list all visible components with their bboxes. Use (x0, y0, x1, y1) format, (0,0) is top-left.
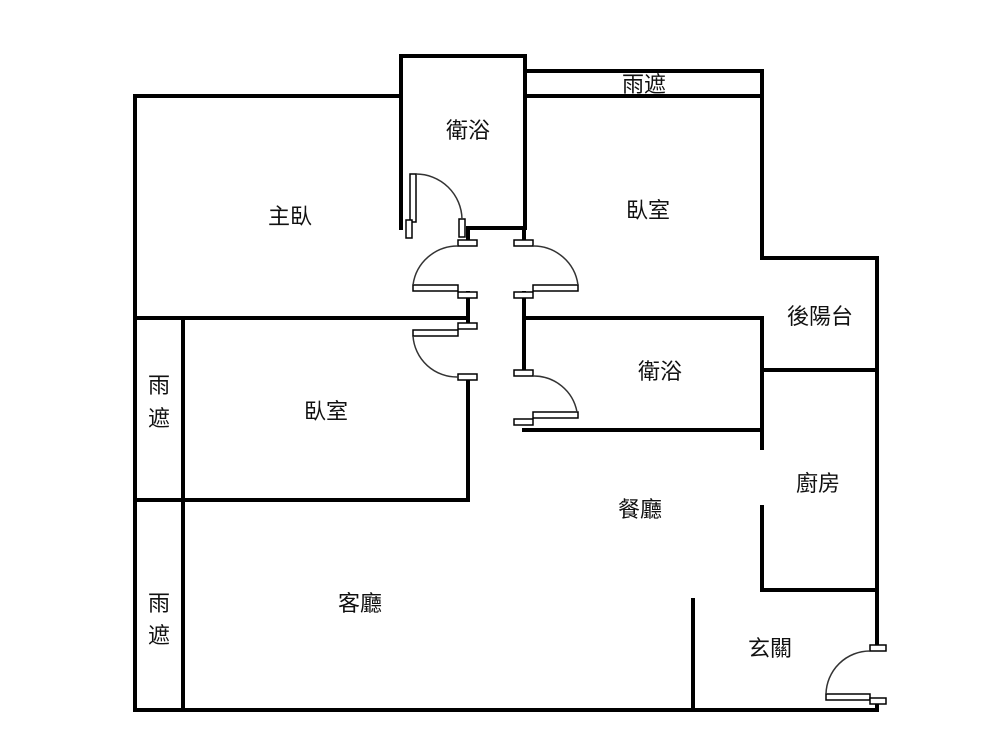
label-bedroom-left: 臥室 (304, 400, 348, 425)
label-rain-cover-top: 雨遮 (622, 73, 666, 98)
door-entrance[interactable] (825, 644, 887, 705)
label-kitchen: 廚房 (796, 472, 840, 497)
label-back-balcony: 後陽台 (787, 305, 853, 330)
label-rain-cover-left-2a: 雨 (148, 592, 170, 617)
label-bath-right: 衛浴 (638, 360, 682, 385)
label-bath-top: 衛浴 (446, 119, 490, 144)
door-bath-right[interactable] (513, 369, 579, 426)
label-rain-cover-left-2b: 遮 (148, 624, 170, 649)
label-entrance: 玄關 (748, 637, 792, 662)
walls (133, 54, 879, 712)
doors (405, 173, 887, 705)
label-master-bedroom: 主臥 (268, 205, 312, 230)
door-bedroom-right[interactable] (513, 239, 579, 299)
label-bedroom-right: 臥室 (626, 199, 670, 224)
room-labels: 主臥 衛浴 雨遮 臥室 後陽台 衛浴 臥室 雨 遮 雨 遮 廚房 餐廳 客廳 玄… (148, 73, 853, 662)
door-master-bedroom[interactable] (412, 239, 478, 299)
door-bath-top[interactable] (405, 173, 466, 239)
label-rain-cover-left-1a: 雨 (148, 374, 170, 399)
label-dining: 餐廳 (618, 498, 662, 523)
label-rain-cover-left-1b: 遮 (148, 407, 170, 432)
door-bedroom-left[interactable] (412, 322, 478, 381)
label-living: 客廳 (338, 592, 382, 617)
